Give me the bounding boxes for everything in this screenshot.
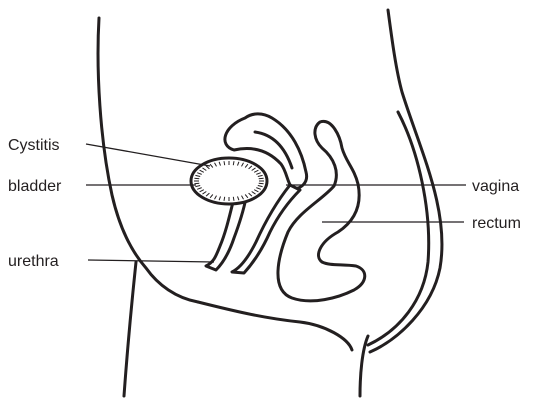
bladder-label: bladder (8, 178, 62, 195)
perineum-outline (198, 302, 352, 350)
body-back-outline (370, 10, 442, 352)
inflammation-tick (194, 178, 199, 179)
inflammation-tick (224, 197, 225, 201)
body-front-outline (98, 18, 198, 302)
inflammation-tick (194, 183, 199, 184)
inflammation-tick (224, 161, 225, 165)
inflammation-tick (233, 161, 234, 165)
cystitis-label: Cystitis (8, 137, 60, 154)
inflammation-tick (259, 183, 264, 184)
inflammation-tick (233, 197, 234, 201)
urethra-label: urethra (8, 253, 59, 270)
vagina-label: vagina (472, 178, 519, 195)
inflammation-tick (259, 178, 264, 179)
urethra-shape (206, 198, 246, 270)
thigh-front-outline (124, 262, 136, 396)
rectum-label: rectum (472, 215, 521, 232)
urethra-leader-line (88, 260, 214, 262)
